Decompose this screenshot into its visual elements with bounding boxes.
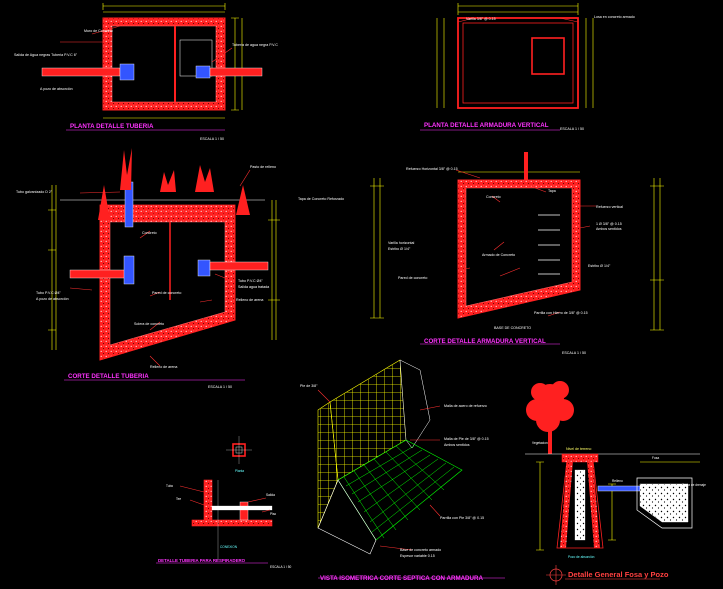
well-label-tree: Vegetacion xyxy=(532,441,548,445)
plan-rebar-label-slab: Losa en concreto armado xyxy=(594,15,635,19)
section-piping-label-pipe-out: Tubo P.V.C Ø4" xyxy=(238,279,263,283)
section-piping-label-pipe-in: Tubo P.V.C Ø4" xyxy=(36,291,61,295)
iso-title: VISTA ISOMETRICA CORTE SEPTICA CON ARMAD… xyxy=(320,575,483,582)
iso-label-mesh-rebar2: Ambos sentidos xyxy=(444,443,470,447)
section-piping-label-wall: Pared de concreto xyxy=(152,291,181,295)
connection-label-tee: Tee xyxy=(176,497,181,501)
section-rebar-label-cover: Tapa xyxy=(548,189,556,193)
section-piping-scale: ESCALA 1 / 50 xyxy=(208,385,232,389)
connection-title: DETALLE TUBERIA PARA RESPIRADERO xyxy=(158,558,246,563)
connection-detail-view: Planta Tubo Tee Salida Piso CONEXION DET… xyxy=(156,436,291,569)
plan-piping-label-wall: Muro de Concreto xyxy=(84,29,113,33)
well-detail-view: Nivel de terreno Zanja de drenaje Fosa V… xyxy=(525,381,706,585)
section-piping-label-concrete: Concreto xyxy=(142,231,157,235)
plan-piping-title: PLANTA DETALLE TUBERIA xyxy=(70,123,154,130)
well-label-well: Pozo de absorción xyxy=(568,555,595,559)
section-rebar-label-wall: Pared de concreto xyxy=(398,276,427,280)
connection-scale: ESCALA 1 / 50 xyxy=(270,565,291,569)
connection-label-outlet: Salida xyxy=(266,493,275,497)
well-detail-title: Detalle General Fosa y Pozo xyxy=(568,570,669,579)
iso-label-base2: Espesor variable 0.15 xyxy=(400,554,435,558)
well-label-pit: Fosa xyxy=(652,456,659,460)
section-piping-label-grass: Pasto de relleno xyxy=(250,165,276,169)
tree-icon xyxy=(526,381,574,454)
iso-rebar-view: Pie de 3/8" Malla de acero de refuerzo M… xyxy=(300,359,505,582)
plan-rebar-scale: ESCALA 1 / 50 xyxy=(560,127,584,131)
target-symbol-icon xyxy=(546,565,566,585)
iso-label-base: Base de concreto armado xyxy=(400,548,441,552)
section-piping-label-cover: Tapa de Concreto Reforzado xyxy=(298,197,344,201)
section-piping-label-floor2: Relleno de arena xyxy=(150,365,177,369)
iso-label-mesh-rebar: Malla de Pie de 3/8" @ 0.15 xyxy=(444,437,489,441)
well-label-trench: Zanja de drenaje xyxy=(682,483,706,487)
section-piping-label-disposal: A pozo de absorción xyxy=(36,297,69,301)
iso-label-pipe: Pie de 3/8" xyxy=(300,384,318,388)
section-rebar-label-base: BASE DE CONCRETO xyxy=(494,326,531,330)
connection-label-floor: Piso xyxy=(270,512,276,516)
connection-label-pipe: Tubo xyxy=(166,484,173,488)
plan-rebar-label-top: Varilla 3/8" @ 0.15 xyxy=(466,17,496,21)
iso-label-mesh-wall: Malla de acero de refuerzo xyxy=(444,404,487,408)
well-label-soil: Relleno xyxy=(612,479,623,483)
plan-rebar-view: Varilla 3/8" @ 0.15 Losa en concreto arm… xyxy=(420,3,635,131)
section-rebar-view: Refuerzo Horizontal 3/8" @ 0.15 Concreto… xyxy=(370,152,664,355)
section-rebar-scale: ESCALA 1 / 50 xyxy=(562,351,586,355)
section-piping-label-floor: Solera de concreto xyxy=(134,322,164,326)
section-rebar-label-top: Refuerzo Horizontal 3/8" @ 0.15 xyxy=(406,167,458,171)
plan-rebar-title: PLANTA DETALLE ARMADURA VERTICAL xyxy=(424,122,549,129)
section-piping-label-pipe-out2: Salida agua tratada xyxy=(238,285,269,289)
plan-piping-scale: ESCALA 1 / 50 xyxy=(200,137,224,141)
plan-piping-label-inlet: Salida de Agua negras Tuberia P.V.C 6" xyxy=(14,53,78,57)
section-piping-title: CORTE DETALLE TUBERIA xyxy=(68,373,149,380)
section-rebar-label-concrete: Concreto xyxy=(486,195,501,199)
section-rebar-label-detail: 1 Ø 3/8" @ 0.15 xyxy=(596,222,622,226)
section-rebar-label-stirrup: Varilla horizontal xyxy=(388,241,415,245)
section-rebar-title: CORTE DETALLE ARMADURA VERTICAL xyxy=(424,338,546,345)
section-piping-view: Tubo galvanizado D 2" Pasto de relleno T… xyxy=(16,148,344,389)
plan-piping-view: Muro de Concreto Salida de Agua negras T… xyxy=(14,3,278,141)
plan-piping-label-outlet: Tuberia de agua negra P.V.C xyxy=(232,43,278,47)
well-label-ground: Nivel de terreno xyxy=(566,447,591,451)
section-piping-label-vent: Tubo galvanizado D 2" xyxy=(16,190,53,194)
section-rebar-label-vertical: Refuerzo vertical xyxy=(596,205,623,209)
section-rebar-label-detail2: Ambos sentidos xyxy=(596,227,622,231)
connection-label-base: CONEXION xyxy=(220,545,238,549)
section-rebar-label-bottom-alt: Estribo Ø 1/4" xyxy=(588,264,611,268)
section-piping-label-slope: Relleno de arena xyxy=(236,298,263,302)
connection-label-top: Planta xyxy=(235,469,244,473)
section-rebar-label-bottom: Parrilla con Hierro de 3/8" @ 0.15 xyxy=(534,311,588,315)
plan-piping-label-disposal: A pozo de absorción xyxy=(40,87,73,91)
section-rebar-label-interior: Armado de Concreto xyxy=(482,253,515,257)
iso-label-floor: Parrilla con Pie 3/8" @ 0.15 xyxy=(440,516,484,520)
section-rebar-label-stirrup2: Estribo Ø 1/4" xyxy=(388,247,411,251)
